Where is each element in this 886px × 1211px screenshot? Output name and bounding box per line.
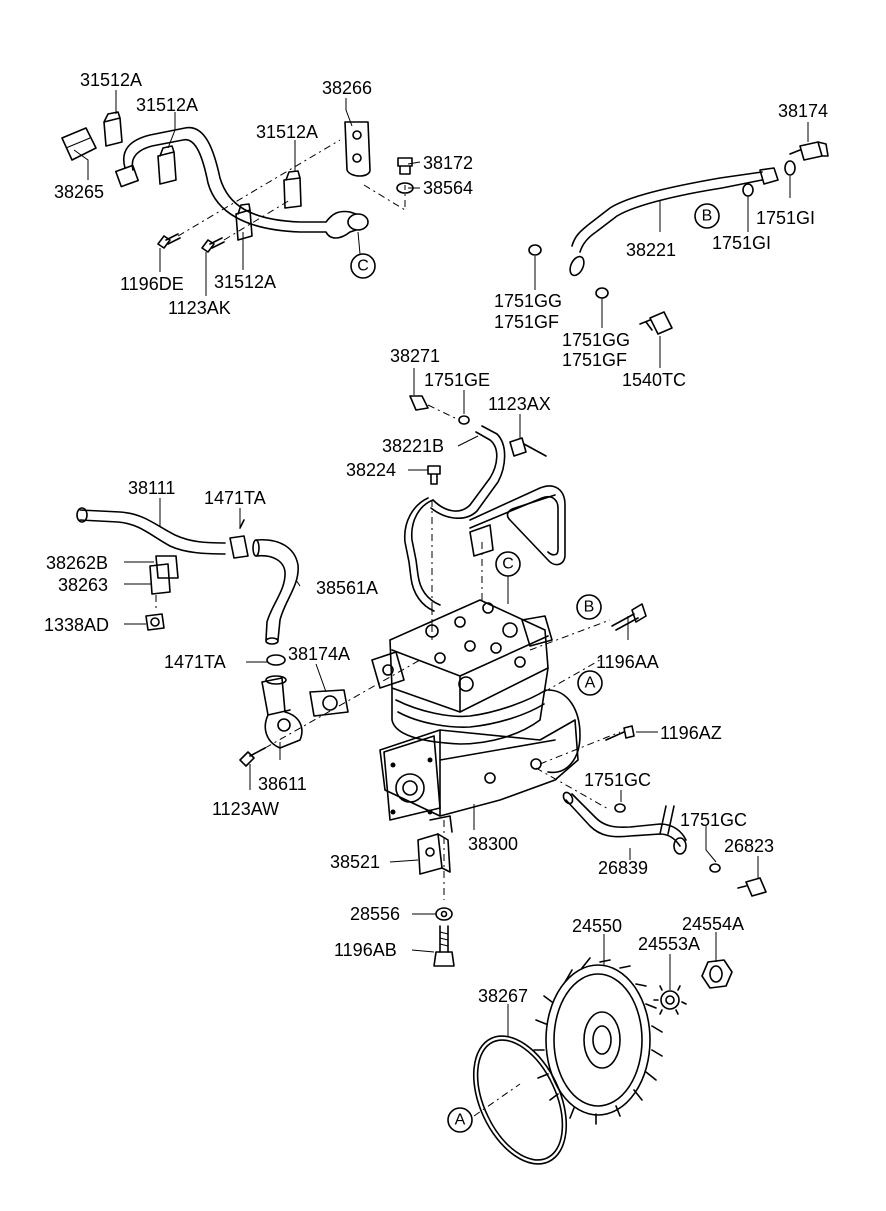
ref-a-bottom: A <box>455 1112 466 1129</box>
label-38221: 38221 <box>626 240 676 260</box>
label-38174a: 38174A <box>288 644 350 664</box>
label-1751gf-2: 1751GF <box>562 350 627 370</box>
label-1751gc-1: 1751GC <box>584 770 651 790</box>
label-1338ad: 1338AD <box>44 615 109 635</box>
label-31512a-1: 31512A <box>80 70 142 90</box>
label-1196aa: 1196AA <box>596 652 659 672</box>
label-38561a: 38561A <box>316 578 378 598</box>
label-38521: 38521 <box>330 852 380 872</box>
label-38224: 38224 <box>346 460 396 480</box>
pipe-and-clip-assembly <box>61 111 414 253</box>
label-1471ta-2: 1471TA <box>164 652 226 672</box>
reference-markers: C B C B A A <box>350 203 720 1133</box>
nut-24554a <box>701 959 733 989</box>
label-1123ax: 1123AX <box>488 394 551 414</box>
ref-c-mid: C <box>502 556 514 573</box>
label-1751ge: 1751GE <box>424 370 490 390</box>
bolt-1196de <box>157 233 181 249</box>
label-38300: 38300 <box>468 834 518 854</box>
label-38267: 38267 <box>478 986 528 1006</box>
part-labels: 31512A 31512A 38265 38266 31512A 38172 3… <box>44 70 828 1006</box>
air-compressor-38300 <box>371 599 621 900</box>
label-1196az: 1196AZ <box>660 723 722 743</box>
label-1123ak: 1123AK <box>168 298 231 318</box>
label-38271: 38271 <box>390 346 440 366</box>
label-1471ta-1: 1471TA <box>204 488 266 508</box>
label-38263: 38263 <box>58 575 108 595</box>
label-38111: 38111 <box>128 478 175 498</box>
label-28556: 28556 <box>350 904 400 924</box>
label-1751gi-1: 1751GI <box>756 208 815 228</box>
bracket-38521-assembly <box>417 833 455 967</box>
label-1123aw: 1123AW <box>212 799 279 819</box>
o-ring-38267 <box>472 1035 568 1165</box>
label-31512a-2: 31512A <box>136 95 198 115</box>
ref-b-top: B <box>702 208 713 225</box>
label-24554a: 24554A <box>682 914 744 934</box>
pipe-38221-assembly <box>528 141 829 335</box>
label-1751gc-2: 1751GC <box>680 810 747 830</box>
bolt-1196az <box>605 725 635 741</box>
label-31512a-4: 31512A <box>214 272 276 292</box>
pipe-38221b-assembly <box>403 395 566 640</box>
label-1751gi-2: 1751GI <box>712 233 771 253</box>
label-1751gf-1: 1751GF <box>494 312 559 332</box>
label-38172: 38172 <box>423 153 473 173</box>
elbow-38611-assembly <box>239 659 421 767</box>
leader-lines <box>73 90 809 1036</box>
label-38266: 38266 <box>322 78 372 98</box>
label-26839: 26839 <box>598 858 648 878</box>
label-26823: 26823 <box>724 836 774 856</box>
ref-c-top: C <box>357 258 369 275</box>
label-38265: 38265 <box>54 182 104 202</box>
hose-assembly <box>76 507 299 666</box>
ref-a-mid: A <box>585 675 596 692</box>
label-38174: 38174 <box>778 101 828 121</box>
bolt-1196aa <box>611 603 647 631</box>
label-24553a: 24553A <box>638 934 700 954</box>
label-38611: 38611 <box>258 774 307 794</box>
label-38262b: 38262B <box>46 553 108 573</box>
label-38221b: 38221B <box>382 436 444 456</box>
gear-24550 <box>533 957 663 1125</box>
label-1751gg-2: 1751GG <box>562 330 630 350</box>
label-1196ab: 1196AB <box>334 940 397 960</box>
label-1196de: 1196DE <box>120 274 184 294</box>
label-24550: 24550 <box>572 916 622 936</box>
label-31512a-3: 31512A <box>256 122 318 142</box>
washer-24553a <box>653 985 687 1015</box>
pipe-26839-assembly <box>562 791 767 897</box>
label-38564: 38564 <box>423 178 473 198</box>
label-1751gg-1: 1751GG <box>494 291 562 311</box>
ref-b-mid: B <box>584 599 595 616</box>
label-1540tc: 1540TC <box>622 370 686 390</box>
bolt-1123ak <box>201 237 225 253</box>
